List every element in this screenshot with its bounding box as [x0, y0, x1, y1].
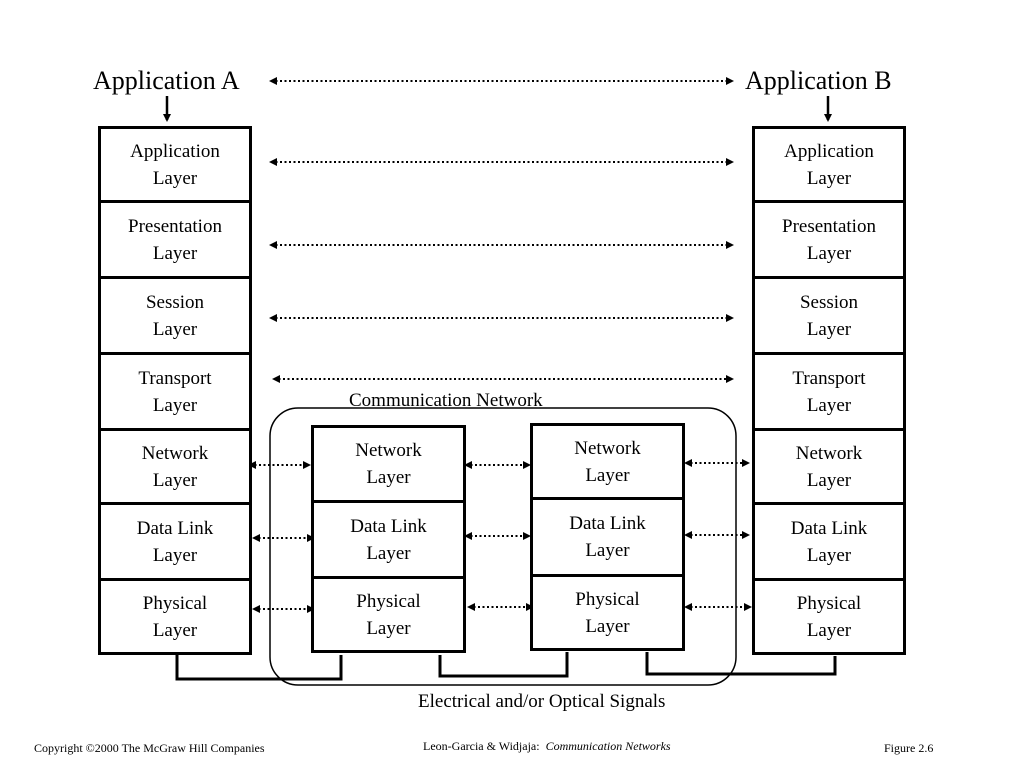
physical-link-n1-n2 [438, 652, 569, 678]
physical-link-n2-b [645, 652, 837, 676]
host-b-network-layer: Network Layer [752, 428, 906, 505]
host-b-transport-layer: Transport Layer [752, 352, 906, 431]
host-a-datalink-layer: Data Link Layer [98, 502, 252, 581]
host-b-presentation-layer: Presentation Layer [752, 200, 906, 279]
node-1-physical-layer: Physical Layer [311, 576, 466, 653]
application-a-label: Application A [93, 66, 240, 95]
citation-authors: Leon-Garcia & Widjaja: [423, 739, 540, 753]
node-2-datalink-layer: Data Link Layer [530, 497, 685, 577]
physical-link-a-n1 [175, 655, 343, 681]
host-a-presentation-layer: Presentation Layer [98, 200, 252, 279]
citation-book-title: Communication Networks [545, 739, 671, 753]
host-a-session-layer: Session Layer [98, 276, 252, 355]
host-a-transport-layer: Transport Layer [98, 352, 252, 431]
host-b-physical-layer: Physical Layer [752, 578, 906, 655]
application-b-label: Application B [745, 66, 892, 95]
communication-network-label: Communication Network [349, 390, 543, 411]
host-b-application-layer: Application Layer [752, 126, 906, 203]
host-b-datalink-layer: Data Link Layer [752, 502, 906, 581]
node-2-physical-layer: Physical Layer [530, 574, 685, 651]
citation: Leon-Garcia & Widjaja: Communication Net… [423, 739, 671, 753]
copyright-text: Copyright ©2000 The McGraw Hill Companie… [34, 741, 265, 755]
node-2-network-layer: Network Layer [530, 423, 685, 500]
communication-network-boundary [269, 407, 737, 686]
host-b-session-layer: Session Layer [752, 276, 906, 355]
node-1-network-layer: Network Layer [311, 425, 466, 503]
signals-label: Electrical and/or Optical Signals [418, 691, 666, 712]
host-a-application-layer: Application Layer [98, 126, 252, 203]
host-a-physical-layer: Physical Layer [98, 578, 252, 655]
node-1-datalink-layer: Data Link Layer [311, 500, 466, 579]
figure-number: Figure 2.6 [884, 741, 934, 755]
host-a-network-layer: Network Layer [98, 428, 252, 505]
